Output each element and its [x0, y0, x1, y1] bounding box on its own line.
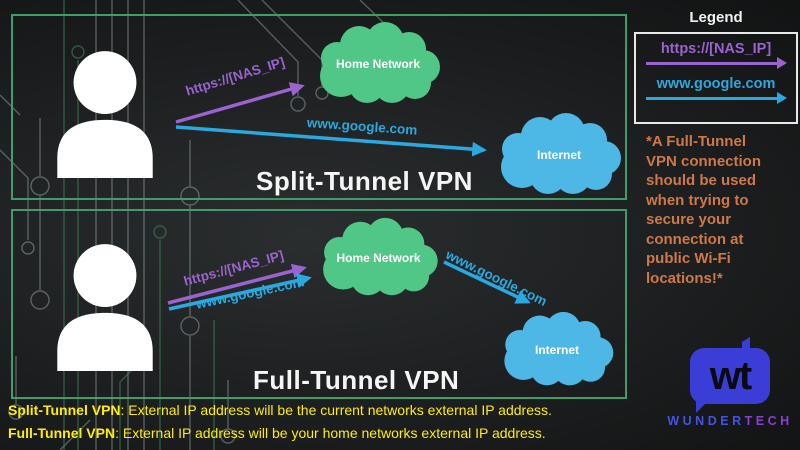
note-line: connection at	[646, 230, 744, 248]
legend-nas-arrow-icon	[646, 57, 787, 69]
legend-google-label: www.google.com	[656, 76, 776, 92]
internet-cloud: Internet	[498, 306, 616, 394]
legend-item-nas: https://[NAS_IP]	[636, 41, 796, 69]
full-tunnel-note: *A Full-Tunnel VPN connection should be …	[646, 132, 800, 288]
note-line: should be used	[646, 172, 757, 189]
user-icon	[57, 51, 153, 178]
note-line: secure your	[646, 211, 732, 228]
cloud-label: Internet	[534, 343, 579, 357]
logo-spur	[742, 337, 750, 351]
logo-word-tech: TECH	[744, 414, 793, 428]
wundertech-logo: wt WUNDERTECH	[664, 337, 796, 428]
wundertech-logo-icon: wt	[690, 337, 770, 413]
logo-tail	[696, 399, 710, 413]
split-nas-arrow	[175, 82, 305, 124]
cloud-shape	[501, 113, 621, 194]
legend-box: https://[NAS_IP] www.google.com	[634, 32, 798, 124]
full-nas-arrow	[167, 263, 307, 305]
full-tunnel-panel	[11, 209, 627, 399]
note-line: when trying to	[646, 191, 749, 209]
full-google-arrow	[168, 273, 312, 311]
footer-split-line: Split-Tunnel VPN: External IP address wi…	[8, 402, 552, 418]
logo-wordmark: WUNDERTECH	[664, 414, 796, 428]
split-google-arrow	[175, 125, 487, 157]
legend-title: Legend	[689, 9, 743, 26]
split-tunnel-panel	[11, 14, 627, 200]
cloud-shape	[320, 22, 440, 103]
footer-split-text: : External IP address will be the curren…	[120, 402, 552, 418]
internet-cloud: Internet	[494, 111, 624, 199]
legend-item-google: www.google.com	[636, 76, 796, 104]
logo-word-wunder: WUNDER	[667, 414, 745, 428]
footer-full-term: Full-Tunnel VPN	[8, 425, 116, 441]
user-icon	[57, 244, 153, 371]
full-tunnel-exit-arrow	[443, 260, 531, 304]
cloud-label: Home Network	[335, 57, 421, 71]
full-tunnel-title: Full-Tunnel VPN	[253, 365, 460, 395]
home-network-cloud: Home Network	[313, 216, 444, 300]
footer-full-line: Full-Tunnel VPN: External IP address wil…	[8, 425, 546, 441]
logo-monogram: wt	[709, 354, 752, 398]
cloud-label: Internet	[536, 148, 581, 162]
note-line: *A Full-Tunnel	[646, 133, 746, 150]
cloud-label: Home Network	[336, 251, 421, 265]
legend-google-arrow-icon	[646, 92, 787, 104]
note-line: VPN connection	[646, 152, 762, 170]
legend-nas-label: https://[NAS_IP]	[660, 41, 772, 57]
cloud-shape	[504, 311, 614, 386]
footer-full-text: : External IP address will be your home …	[115, 425, 546, 441]
note-line: locations!*	[646, 269, 723, 287]
footer-split-term: Split-Tunnel VPN	[8, 402, 121, 418]
cloud-shape	[323, 217, 438, 296]
note-line: public Wi-Fi	[646, 250, 731, 267]
split-tunnel-title: Split-Tunnel VPN	[256, 166, 473, 196]
home-network-cloud: Home Network	[313, 20, 443, 108]
